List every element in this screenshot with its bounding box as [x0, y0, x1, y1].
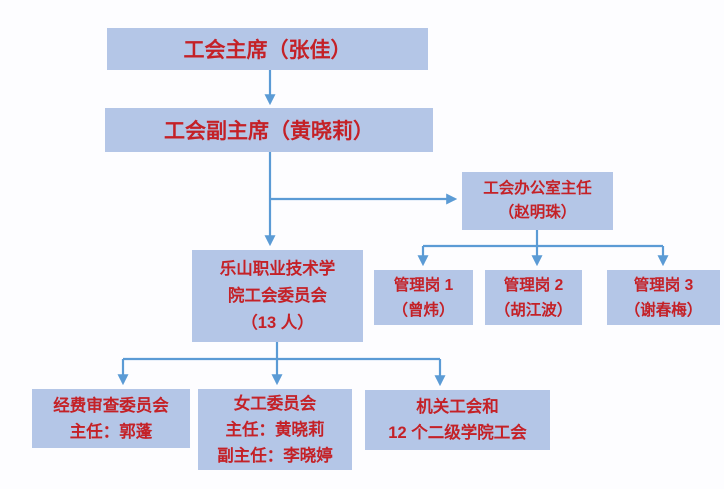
node-branch-unions-line2: 12 个二级学院工会 [388, 424, 527, 442]
node-office-director-title: 工会办公室主任 [483, 180, 592, 197]
node-admin-post-2-name: （胡江波） [494, 301, 573, 319]
node-office-director: 工会办公室主任 （赵明珠） [462, 172, 613, 230]
node-admin-post-3-title: 管理岗 3 [633, 276, 694, 294]
node-admin-post-1-name: （曾炜） [392, 301, 455, 319]
node-chairman: 工会主席（张佳） [107, 28, 428, 70]
node-admin-post-1: 管理岗 1 （曾炜） [374, 270, 473, 325]
node-vice-chairman-label: 工会副主席（黄晓莉） [164, 120, 374, 143]
node-admin-post-3-name: （谢春梅） [624, 301, 703, 319]
node-admin-post-3: 管理岗 3 （谢春梅） [607, 270, 720, 325]
node-chairman-label: 工会主席（张佳） [183, 39, 352, 62]
node-branch-unions-line1: 机关工会和 [416, 398, 499, 416]
node-admin-post-1-title: 管理岗 1 [393, 276, 454, 294]
node-committee-line2: 院工会委员会 [228, 286, 327, 305]
node-committee-count: （13 人） [241, 313, 314, 332]
node-office-director-name: （赵明珠） [498, 204, 577, 221]
node-women-workers-director: 主任：黄晓莉 [225, 420, 325, 439]
node-funds-review-director: 主任：郭蓬 [69, 422, 153, 441]
node-vice-chairman: 工会副主席（黄晓莉） [105, 108, 433, 152]
node-funds-review-committee: 经费审查委员会 主任：郭蓬 [32, 389, 190, 448]
node-women-workers-deputy: 副主任：李晓婷 [217, 446, 333, 465]
node-women-workers-committee: 女工委员会 主任：黄晓莉 副主任：李晓婷 [198, 389, 352, 470]
node-admin-post-2: 管理岗 2 （胡江波） [485, 270, 582, 325]
node-committee: 乐山职业技术学 院工会委员会 （13 人） [192, 250, 363, 342]
node-admin-post-2-title: 管理岗 2 [503, 276, 564, 294]
node-branch-unions: 机关工会和 12 个二级学院工会 [365, 390, 550, 450]
node-women-workers-title: 女工委员会 [233, 394, 317, 413]
node-funds-review-title: 经费审查委员会 [53, 396, 169, 415]
node-committee-line1: 乐山职业技术学 [219, 259, 336, 278]
